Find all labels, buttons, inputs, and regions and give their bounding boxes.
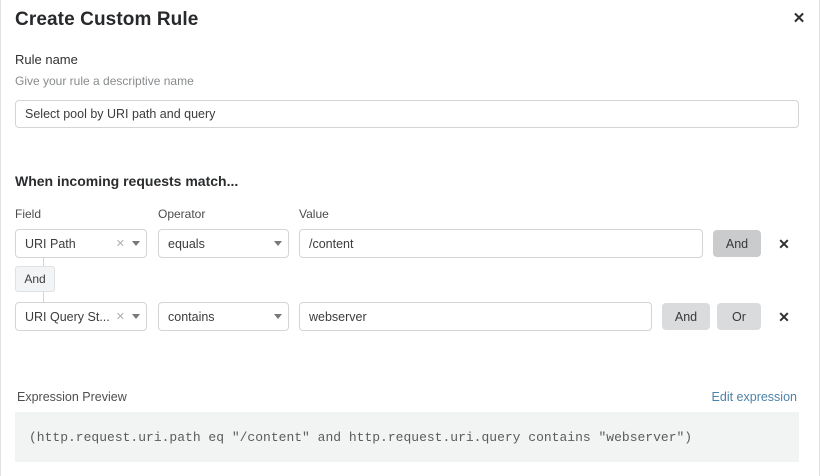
rule-name-help-text: Give your rule a descriptive name <box>15 74 194 88</box>
column-header-value: Value <box>299 207 329 221</box>
page-title: Create Custom Rule <box>15 9 199 30</box>
edit-expression-link[interactable]: Edit expression <box>711 390 797 404</box>
match-section-heading: When incoming requests match... <box>15 173 239 189</box>
operator-select-label-row-2: contains <box>168 309 215 324</box>
chevron-down-icon[interactable] <box>128 314 146 319</box>
column-header-operator: Operator <box>158 207 206 221</box>
operator-select-label-row-1: equals <box>168 236 205 251</box>
and-button-row-1[interactable]: And <box>713 230 761 257</box>
operator-select-row-2[interactable]: contains <box>158 302 289 331</box>
value-input-row-1[interactable] <box>299 229 703 258</box>
rule-name-label: Rule name <box>15 52 78 67</box>
field-select-label-row-2: URI Query St... <box>25 309 110 324</box>
chevron-down-icon[interactable] <box>128 241 146 246</box>
connector-line-bottom <box>43 291 44 302</box>
column-header-field: Field <box>15 207 42 221</box>
expression-preview-code: (http.request.uri.path eq "/content" and… <box>29 429 693 445</box>
chevron-down-icon[interactable] <box>270 241 288 246</box>
operator-select-row-1[interactable]: equals <box>158 229 289 258</box>
field-select-row-2[interactable]: URI Query St... ✕ <box>15 302 147 331</box>
close-icon[interactable]: ✕ <box>792 9 806 27</box>
connector-line-top <box>43 258 44 268</box>
clear-icon[interactable]: ✕ <box>115 238 125 250</box>
field-select-row-1[interactable]: URI Path ✕ <box>15 229 147 258</box>
clear-icon[interactable]: ✕ <box>115 311 125 323</box>
delete-row-1-button[interactable]: ✕ <box>778 236 790 252</box>
and-button-row-2[interactable]: And <box>662 303 710 330</box>
rule-name-input[interactable] <box>15 100 799 128</box>
chevron-down-icon[interactable] <box>270 314 288 319</box>
or-button-row-2[interactable]: Or <box>717 303 761 330</box>
expression-preview-label: Expression Preview <box>17 390 127 404</box>
expression-preview-box: (http.request.uri.path eq "/content" and… <box>15 412 799 462</box>
group-connector-and-badge[interactable]: And <box>15 266 55 292</box>
delete-row-2-button[interactable]: ✕ <box>778 309 790 325</box>
value-input-row-2[interactable] <box>299 302 652 331</box>
field-select-label-row-1: URI Path <box>25 236 76 251</box>
